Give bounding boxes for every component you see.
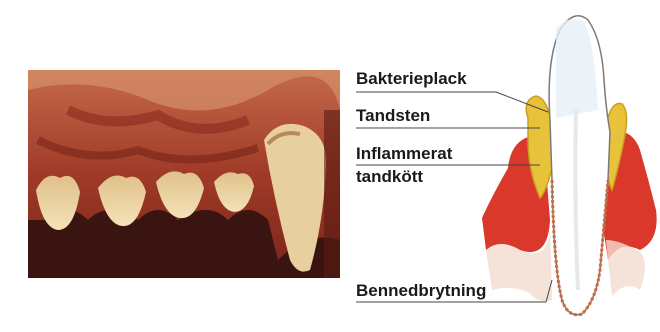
label-gum-line1: Inflammerat bbox=[356, 144, 452, 164]
label-bone: Bennedbrytning bbox=[356, 281, 486, 301]
label-tartar: Tandsten bbox=[356, 106, 430, 126]
label-plaque: Bakterieplack bbox=[356, 69, 467, 89]
label-gum-line2: tandkött bbox=[356, 167, 423, 187]
